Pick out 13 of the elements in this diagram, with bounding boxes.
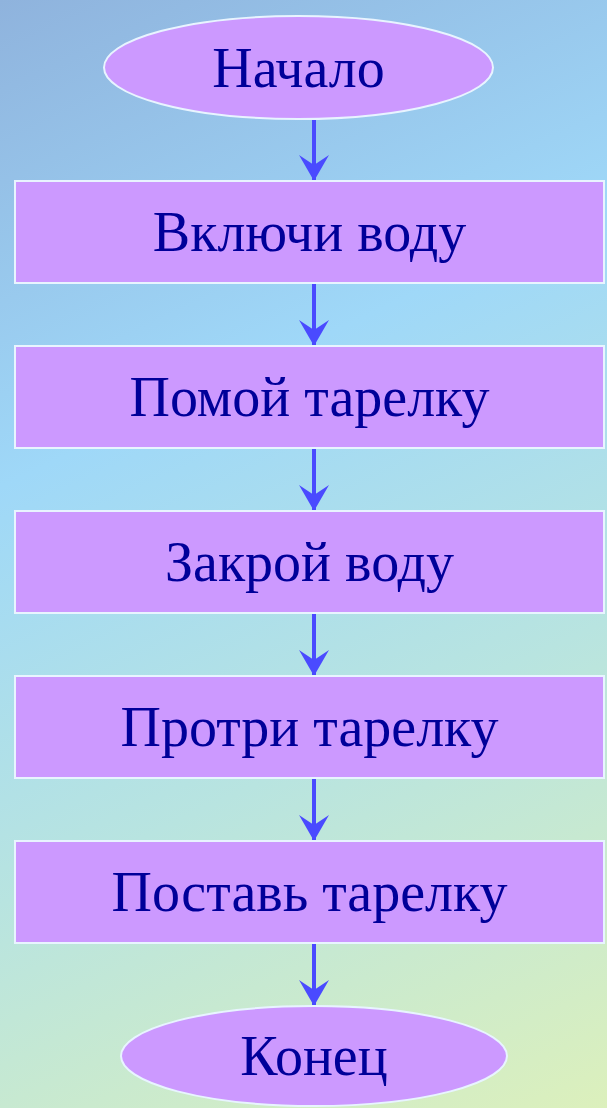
node-label: Поставь тарелку <box>111 860 508 924</box>
node-label: Закрой воду <box>165 530 454 594</box>
arrow <box>299 284 329 346</box>
node-label: Начало <box>212 35 385 100</box>
arrow <box>299 614 329 676</box>
node-label: Конец <box>240 1024 388 1088</box>
node-label: Помой тарелку <box>129 365 490 429</box>
node-label: Включи воду <box>152 200 467 264</box>
node-label: Протри тарелку <box>120 695 499 759</box>
arrow <box>299 779 329 841</box>
arrow <box>299 449 329 511</box>
arrow <box>299 120 329 181</box>
arrow <box>299 944 329 1006</box>
